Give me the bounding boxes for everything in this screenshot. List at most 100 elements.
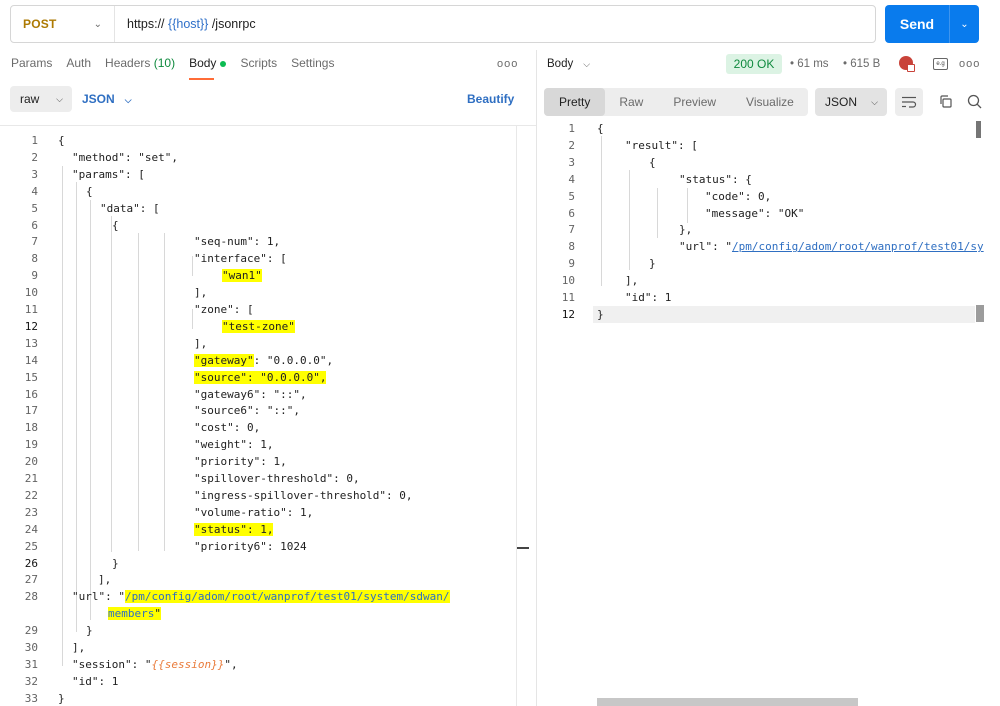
tab-label: Body: [189, 56, 217, 70]
line-number: 23: [24, 505, 38, 519]
view-tab-raw[interactable]: Raw: [619, 95, 644, 109]
chevron-down-icon: ⌵: [56, 93, 63, 104]
code-line: members": [108, 607, 161, 621]
beautify-button[interactable]: Beautify: [467, 92, 515, 106]
wrap-lines-button[interactable]: [895, 88, 923, 116]
indent-guide: [657, 188, 658, 238]
code-line: "priority": 1,: [194, 455, 287, 469]
line-number: 2: [31, 150, 38, 164]
view-tab-preview[interactable]: Preview: [673, 95, 717, 109]
response-scrollbar-thumb[interactable]: [976, 121, 981, 138]
code-line: }: [112, 556, 119, 570]
wrap-lines-icon: [902, 96, 917, 108]
tab-body[interactable]: Body: [189, 56, 227, 80]
url-link[interactable]: /pm/config/adom/root/wanprof/test01/sy: [731, 240, 984, 254]
body-format-select[interactable]: JSON⌵: [82, 92, 132, 106]
code-line: }: [649, 257, 656, 271]
code-line: ],: [625, 274, 639, 288]
code-line: "code": 0,: [705, 189, 772, 203]
headers-count-badge: (10): [153, 56, 176, 70]
response-time[interactable]: • 61 ms: [790, 58, 829, 70]
response-more-options-icon[interactable]: ooo: [959, 58, 981, 70]
chevron-down-icon: ⌄: [93, 18, 102, 30]
highlighted-text: "source": "0.0.0.0",: [194, 370, 327, 384]
pane-divider[interactable]: [536, 50, 537, 706]
tab-scripts[interactable]: Scripts: [240, 56, 277, 78]
line-number: 4: [568, 172, 575, 186]
line-number: 5: [568, 189, 575, 203]
highlighted-url: /pm/config/adom/root/wanprof/test01/syst…: [124, 590, 450, 604]
tab-settings[interactable]: Settings: [291, 56, 334, 78]
indent-guide: [76, 182, 77, 632]
tab-label: Settings: [291, 56, 335, 70]
code-line: {: [649, 155, 656, 169]
line-number: 19: [24, 438, 38, 452]
response-body-viewer[interactable]: 1{2"result": [3{4"status": {5"code": 0,6…: [537, 118, 1000, 706]
code-line: "priority6": 1024: [194, 539, 307, 553]
response-view-tabs: Pretty Raw Preview Visualize: [544, 88, 808, 116]
url-input[interactable]: https:// {{host}} /jsonrpc: [115, 17, 256, 31]
code-line: "spillover-threshold": 0,: [194, 472, 360, 485]
response-format-select[interactable]: JSON ⌵: [815, 88, 887, 116]
request-more-options-icon[interactable]: ooo: [497, 58, 519, 70]
indent-guide: [111, 216, 112, 552]
tab-headers[interactable]: Headers (10): [105, 56, 175, 78]
method-select[interactable]: POST ⌄: [11, 6, 115, 42]
save-example-icon[interactable]: e.g: [933, 58, 948, 70]
indent-guide: [62, 166, 63, 666]
code-line: ],: [194, 286, 208, 300]
url-bar: POST ⌄ https:// {{host}} /jsonrpc: [10, 5, 876, 43]
code-line: "url": "/pm/config/adom/root/wanprof/tes…: [72, 590, 450, 604]
line-number: 28: [24, 590, 38, 604]
response-body-select[interactable]: Body ⌵: [547, 58, 590, 70]
code-line: {: [58, 134, 65, 147]
highlighted-url: members: [108, 607, 155, 621]
code-line: }: [86, 624, 93, 638]
chevron-down-icon: ⌵: [583, 59, 591, 69]
code-line: ],: [98, 573, 112, 587]
response-horizontal-scrollbar[interactable]: [597, 698, 858, 706]
template-variable: {{session}}: [151, 657, 225, 671]
view-tab-pretty[interactable]: Pretty: [544, 88, 606, 116]
line-number: 18: [24, 421, 38, 435]
code-line: {: [597, 122, 604, 135]
line-number: 10: [561, 274, 575, 288]
code-line: "result": [: [625, 138, 698, 152]
request-editor-scrollbar-thumb[interactable]: [517, 547, 529, 549]
view-tab-visualize[interactable]: Visualize: [746, 95, 794, 109]
indent-guide: [687, 188, 688, 223]
tab-label: Scripts: [240, 56, 278, 70]
request-body-editor[interactable]: 1{2"method": "set",3"params": [4{5"data"…: [0, 125, 536, 706]
line-number: 31: [24, 657, 38, 671]
send-button[interactable]: Send ⌄: [885, 5, 979, 43]
tab-label: Headers: [105, 56, 151, 70]
response-size[interactable]: • 615 B: [843, 58, 881, 70]
send-options-chevron-icon[interactable]: ⌄: [960, 18, 969, 30]
line-number: 6: [31, 218, 38, 232]
tab-label: Auth: [66, 56, 92, 70]
copy-icon[interactable]: [939, 95, 952, 108]
status-badge[interactable]: 200 OK: [726, 54, 782, 74]
network-globe-icon[interactable]: [899, 56, 915, 72]
code-line: "params": [: [72, 167, 145, 181]
line-number: 3: [31, 167, 38, 181]
body-type-select[interactable]: raw ⌵: [10, 86, 72, 112]
search-icon[interactable]: [967, 94, 982, 109]
code-line: "weight": 1,: [194, 438, 274, 452]
request-editor-scrollbar[interactable]: [516, 126, 517, 706]
tab-auth[interactable]: Auth: [66, 56, 91, 78]
code-line: "data": [: [100, 201, 160, 215]
send-label: Send: [899, 16, 935, 32]
indent-guide: [90, 200, 91, 620]
response-body-label: Body: [547, 58, 574, 70]
line-number: 9: [31, 269, 38, 283]
url-path: /jsonrpc: [211, 17, 256, 31]
code-line: }: [597, 307, 604, 321]
line-number: 21: [24, 472, 38, 485]
code-line: {: [86, 184, 93, 198]
tab-params[interactable]: Params: [11, 56, 52, 78]
indent-guide: [629, 170, 630, 270]
line-number: 6: [568, 206, 575, 220]
chevron-down-icon: ⌵: [871, 96, 878, 107]
line-number: 14: [24, 353, 38, 367]
